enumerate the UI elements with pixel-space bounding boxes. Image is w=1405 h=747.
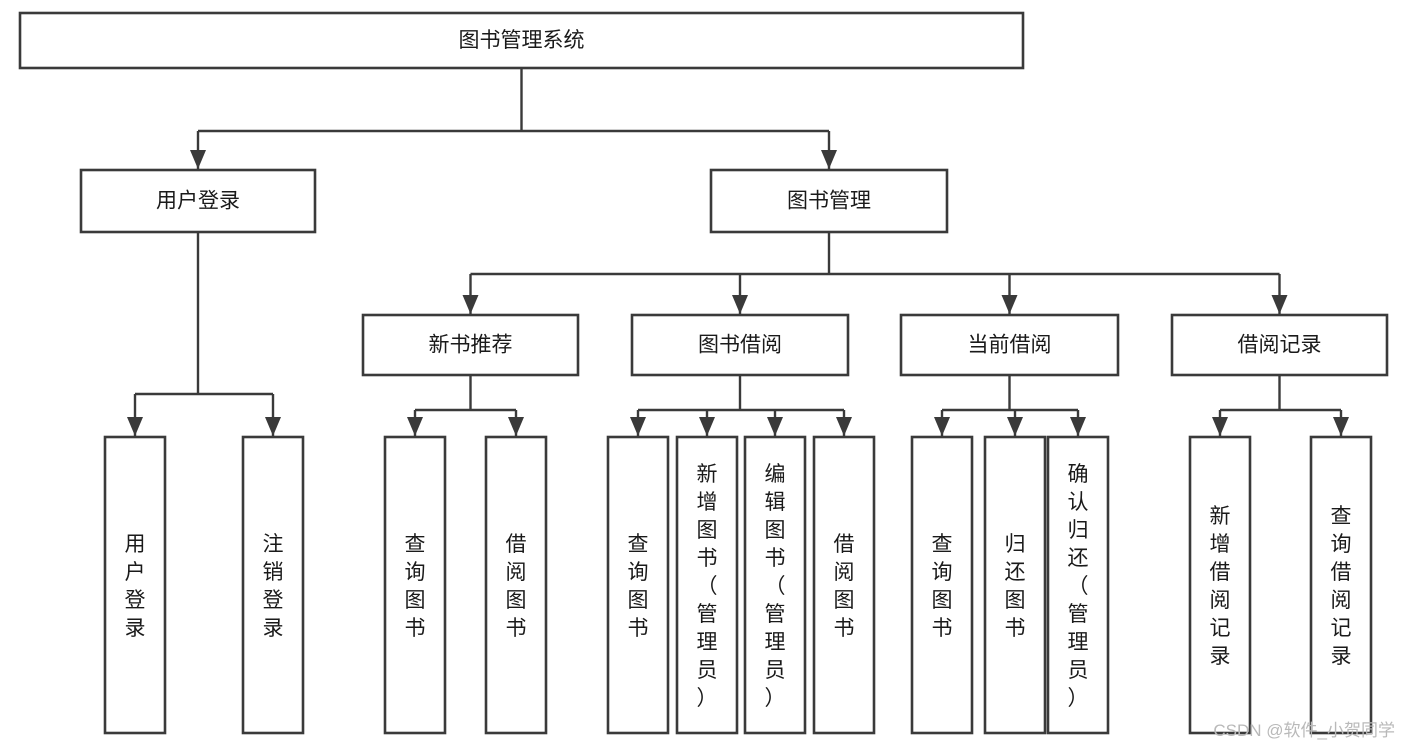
node-leaf-9[interactable]: 归还图书 xyxy=(983,435,1047,735)
conn-newbook-arrow-1 xyxy=(508,417,524,436)
node-level2-1-box[interactable] xyxy=(709,168,949,234)
conn-booksmgmt-arrow-1 xyxy=(732,295,748,314)
node-leaf-3-box[interactable] xyxy=(484,435,548,735)
node-leaf-1-box[interactable] xyxy=(241,435,305,735)
node-leaf-6-label: 编辑图书（管理员） xyxy=(765,463,786,710)
node-level3-2-label: 当前借阅 xyxy=(968,334,1052,357)
node-leaf-4-box[interactable] xyxy=(606,435,670,735)
node-leaf-0[interactable]: 用户登录 xyxy=(103,435,167,735)
conn-borrow-arrow-3 xyxy=(836,417,852,436)
node-leaf-4-label: 查询图书 xyxy=(628,533,649,640)
node-leaf-7-label: 借阅图书 xyxy=(834,533,855,640)
conn-current-arrow-0 xyxy=(934,417,950,436)
node-leaf-9-label: 归还图书 xyxy=(1005,533,1026,640)
node-level3-2-box[interactable] xyxy=(899,313,1120,377)
conn-root-arrow-1 xyxy=(821,150,837,169)
connector-layer xyxy=(127,68,1349,436)
node-level3-0-box[interactable] xyxy=(361,313,580,377)
node-leaf-11-label: 新增借阅记录 xyxy=(1210,505,1231,668)
node-level3-3[interactable]: 借阅记录 xyxy=(1170,313,1389,377)
node-layer: 图书管理系统用户登录图书管理新书推荐图书借阅当前借阅借阅记录用户登录注销登录查询… xyxy=(18,11,1389,735)
node-level3-3-label: 借阅记录 xyxy=(1238,334,1322,357)
conn-userlogin-arrow-1 xyxy=(265,417,281,436)
node-leaf-8-label: 查询图书 xyxy=(932,533,953,640)
conn-current-arrow-1 xyxy=(1007,417,1023,436)
node-leaf-5-label: 新增图书（管理员） xyxy=(697,463,718,710)
node-leaf-2-label: 查询图书 xyxy=(405,533,426,640)
conn-borrow-arrow-0 xyxy=(630,417,646,436)
node-leaf-8[interactable]: 查询图书 xyxy=(910,435,974,735)
conn-booksmgmt-arrow-3 xyxy=(1271,295,1288,314)
conn-root-arrow-0 xyxy=(190,150,206,169)
conn-current-arrow-2 xyxy=(1070,417,1086,436)
node-leaf-10-box[interactable] xyxy=(1046,435,1110,735)
node-leaf-2-box[interactable] xyxy=(383,435,447,735)
node-leaf-6[interactable]: 编辑图书（管理员） xyxy=(743,435,807,735)
node-level2-0[interactable]: 用户登录 xyxy=(79,168,317,234)
node-root-box[interactable] xyxy=(18,11,1025,70)
conn-borrow-arrow-1 xyxy=(699,417,715,436)
conn-borrow-arrow-2 xyxy=(767,417,783,436)
node-level2-0-label: 用户登录 xyxy=(156,190,240,213)
node-level3-3-box[interactable] xyxy=(1170,313,1389,377)
node-level2-1[interactable]: 图书管理 xyxy=(709,168,949,234)
conn-newbook-arrow-0 xyxy=(407,417,423,436)
node-level3-1-label: 图书借阅 xyxy=(698,334,782,357)
node-leaf-7-box[interactable] xyxy=(812,435,876,735)
node-leaf-12[interactable]: 查询借阅记录 xyxy=(1309,435,1373,735)
node-level2-1-label: 图书管理 xyxy=(787,190,871,213)
node-leaf-8-box[interactable] xyxy=(910,435,974,735)
node-level3-2[interactable]: 当前借阅 xyxy=(899,313,1120,377)
node-leaf-5-box[interactable] xyxy=(675,435,739,735)
node-leaf-7[interactable]: 借阅图书 xyxy=(812,435,876,735)
node-leaf-0-box[interactable] xyxy=(103,435,167,735)
node-leaf-3[interactable]: 借阅图书 xyxy=(484,435,548,735)
node-leaf-0-label: 用户登录 xyxy=(125,533,146,640)
conn-records-arrow-0 xyxy=(1212,417,1228,436)
node-leaf-12-label: 查询借阅记录 xyxy=(1331,505,1352,668)
node-root-label: 图书管理系统 xyxy=(459,29,585,52)
node-leaf-10-label: 确认归还（管理员） xyxy=(1068,463,1089,710)
node-leaf-3-label: 借阅图书 xyxy=(506,533,527,640)
conn-booksmgmt-arrow-0 xyxy=(462,295,479,314)
node-leaf-1[interactable]: 注销登录 xyxy=(241,435,305,735)
node-leaf-11[interactable]: 新增借阅记录 xyxy=(1188,435,1252,735)
node-leaf-9-box[interactable] xyxy=(983,435,1047,735)
node-level2-0-box[interactable] xyxy=(79,168,317,234)
node-leaf-12-box[interactable] xyxy=(1309,435,1373,735)
node-leaf-6-box[interactable] xyxy=(743,435,807,735)
node-level3-0[interactable]: 新书推荐 xyxy=(361,313,580,377)
node-leaf-5[interactable]: 新增图书（管理员） xyxy=(675,435,739,735)
node-leaf-11-box[interactable] xyxy=(1188,435,1252,735)
node-level3-1-box[interactable] xyxy=(630,313,850,377)
node-leaf-10[interactable]: 确认归还（管理员） xyxy=(1046,435,1110,735)
node-leaf-1-label: 注销登录 xyxy=(263,533,284,640)
node-leaf-2[interactable]: 查询图书 xyxy=(383,435,447,735)
node-level3-1[interactable]: 图书借阅 xyxy=(630,313,850,377)
conn-userlogin-arrow-0 xyxy=(127,417,143,436)
node-level3-0-label: 新书推荐 xyxy=(429,334,513,357)
node-root[interactable]: 图书管理系统 xyxy=(18,11,1025,70)
node-leaf-4[interactable]: 查询图书 xyxy=(606,435,670,735)
conn-booksmgmt-arrow-2 xyxy=(1001,295,1018,314)
conn-records-arrow-1 xyxy=(1333,417,1349,436)
